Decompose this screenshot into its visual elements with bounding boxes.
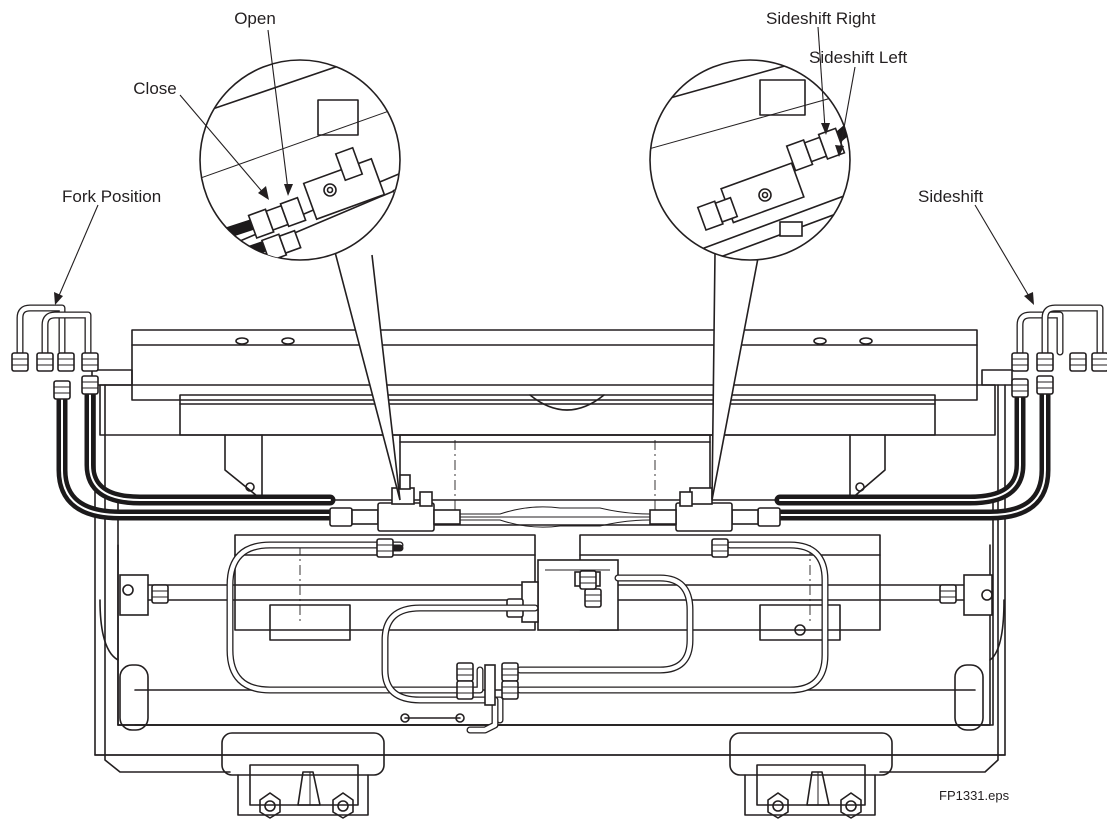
sideshift-hoses xyxy=(774,304,1107,521)
label-fork-position: Fork Position xyxy=(62,187,161,206)
fork-hooks xyxy=(221,732,893,819)
arrowhead-icon xyxy=(54,292,63,305)
right-detail-magnifier xyxy=(649,59,851,501)
arrowhead-icon xyxy=(821,123,830,135)
label-sideshift: Sideshift xyxy=(918,187,983,206)
left-detail-magnifier xyxy=(199,59,401,501)
gussets xyxy=(224,434,886,501)
label-sideshift-left: Sideshift Left xyxy=(809,48,908,67)
valve-block xyxy=(506,559,619,631)
file-reference: FP1331.eps xyxy=(939,788,1010,803)
label-close: Close xyxy=(133,79,176,98)
arrowhead-icon xyxy=(258,186,269,200)
looped-tubes xyxy=(226,538,829,734)
arrowhead-icon xyxy=(284,184,293,196)
arrowhead-icon xyxy=(1024,292,1034,305)
leader-lines xyxy=(54,26,1034,305)
arrowhead-icon xyxy=(835,145,844,157)
tee-fittings xyxy=(329,474,781,532)
label-open: Open xyxy=(234,9,276,28)
callout-labels: Open Close Fork Position Sideshift Right… xyxy=(62,9,1010,803)
fork-position-hoses xyxy=(11,304,336,521)
label-sideshift-right: Sideshift Right xyxy=(766,9,876,28)
upper-beam xyxy=(91,329,1013,436)
